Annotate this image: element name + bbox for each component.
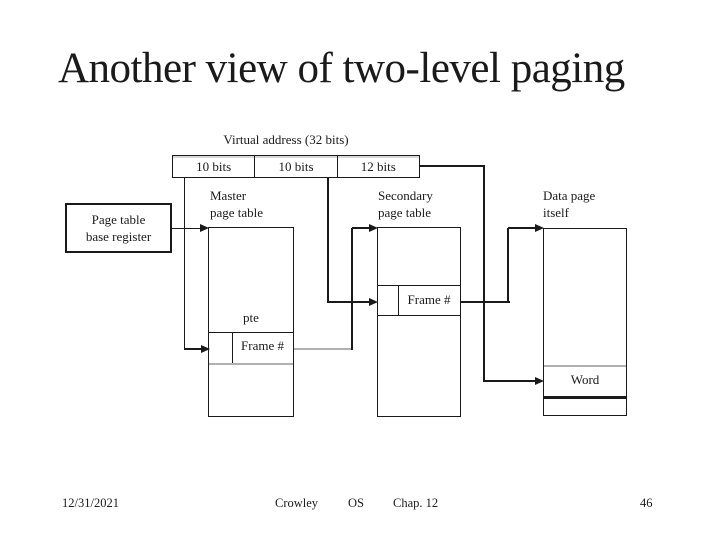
footer-page-number: 46	[640, 496, 653, 510]
connector-secondary-out-arrow-icon	[534, 224, 544, 232]
connector-master-out-arrow-icon	[368, 223, 378, 232]
connector-offset-arrow-icon	[534, 377, 544, 385]
va-field-bits-1: 10 bits	[173, 156, 256, 177]
master-table-label-line2: page table	[210, 205, 264, 220]
connector-bits2-arrow-icon	[368, 298, 378, 306]
page-table-base-register-box: Page table base register	[65, 203, 172, 253]
footer-course: OS	[348, 496, 364, 510]
secondary-table-label: Secondary page table	[378, 187, 433, 221]
connector-offset-vertical-line	[483, 165, 485, 382]
secondary-table-label-line1: Secondary	[378, 188, 433, 203]
connector-ptbr-to-master-arrow-icon	[200, 224, 209, 233]
master-frame-row-bottom-line	[209, 363, 293, 365]
master-table-label: Master page table	[210, 187, 263, 221]
master-frame-row-top-line	[209, 332, 293, 334]
connector-master-out-horizontal-line	[352, 227, 370, 229]
connector-master-out-gray-line	[294, 348, 352, 350]
connector-ptbr-to-master-line	[172, 227, 202, 229]
connector-bits2-horizontal-line	[327, 300, 371, 304]
data-page-label: Data page itself	[543, 187, 595, 221]
connector-secondary-out-vertical-line	[507, 228, 509, 302]
data-page-label-line1: Data page	[543, 188, 596, 203]
master-table-label-line1: Master	[210, 188, 247, 203]
master-frame-row-divider	[231, 332, 233, 363]
connector-offset-horizontal-bottom-line	[484, 380, 536, 382]
secondary-frame-row-top-line	[378, 285, 460, 287]
master-frame-label: Frame #	[241, 338, 284, 353]
virtual-address-box: 10 bits 10 bits 12 bits	[172, 155, 420, 178]
master-page-table-box: pte Frame #	[208, 227, 294, 417]
page-table-base-register-label: Page table base register	[86, 211, 151, 245]
word-label: Word	[570, 372, 600, 387]
secondary-page-table-box: Frame #	[377, 227, 461, 417]
ptbr-label-line2: base register	[85, 229, 152, 244]
connector-secondary-out-thick-line	[461, 300, 510, 304]
va-field-bits-2: 10 bits	[255, 156, 338, 177]
connector-bits1-arrow-icon	[200, 345, 210, 353]
connector-master-out-vertical-line	[351, 227, 353, 350]
pte-label: pte	[243, 310, 259, 325]
virtual-address-label: Virtual address (32 bits)	[223, 132, 349, 147]
secondary-table-label-line2: page table	[378, 205, 432, 220]
page-title: Another view of two-level paging	[58, 45, 625, 92]
data-page-box: Word	[543, 228, 627, 416]
connector-bits1-vertical-line	[184, 177, 186, 349]
connector-secondary-out-horizontal-line	[508, 227, 536, 229]
connector-bits2-vertical-line	[327, 177, 329, 303]
word-row-top-line	[544, 365, 626, 367]
connector-bits1-horizontal-line	[184, 348, 202, 350]
secondary-frame-row-bottom-line	[378, 315, 460, 317]
secondary-frame-label: Frame #	[407, 292, 451, 307]
data-page-label-line2: itself	[543, 205, 569, 220]
secondary-frame-row-divider	[397, 285, 399, 315]
word-row-bottom-line	[544, 396, 626, 399]
connector-offset-horizontal-top-line	[420, 165, 485, 167]
footer-chapter: Chap. 12	[393, 496, 439, 510]
ptbr-label-line1: Page table	[91, 212, 146, 227]
footer-date: 12/31/2021	[62, 496, 119, 510]
footer-author: Crowley	[275, 496, 319, 510]
va-field-bits-3: 12 bits	[360, 158, 396, 174]
